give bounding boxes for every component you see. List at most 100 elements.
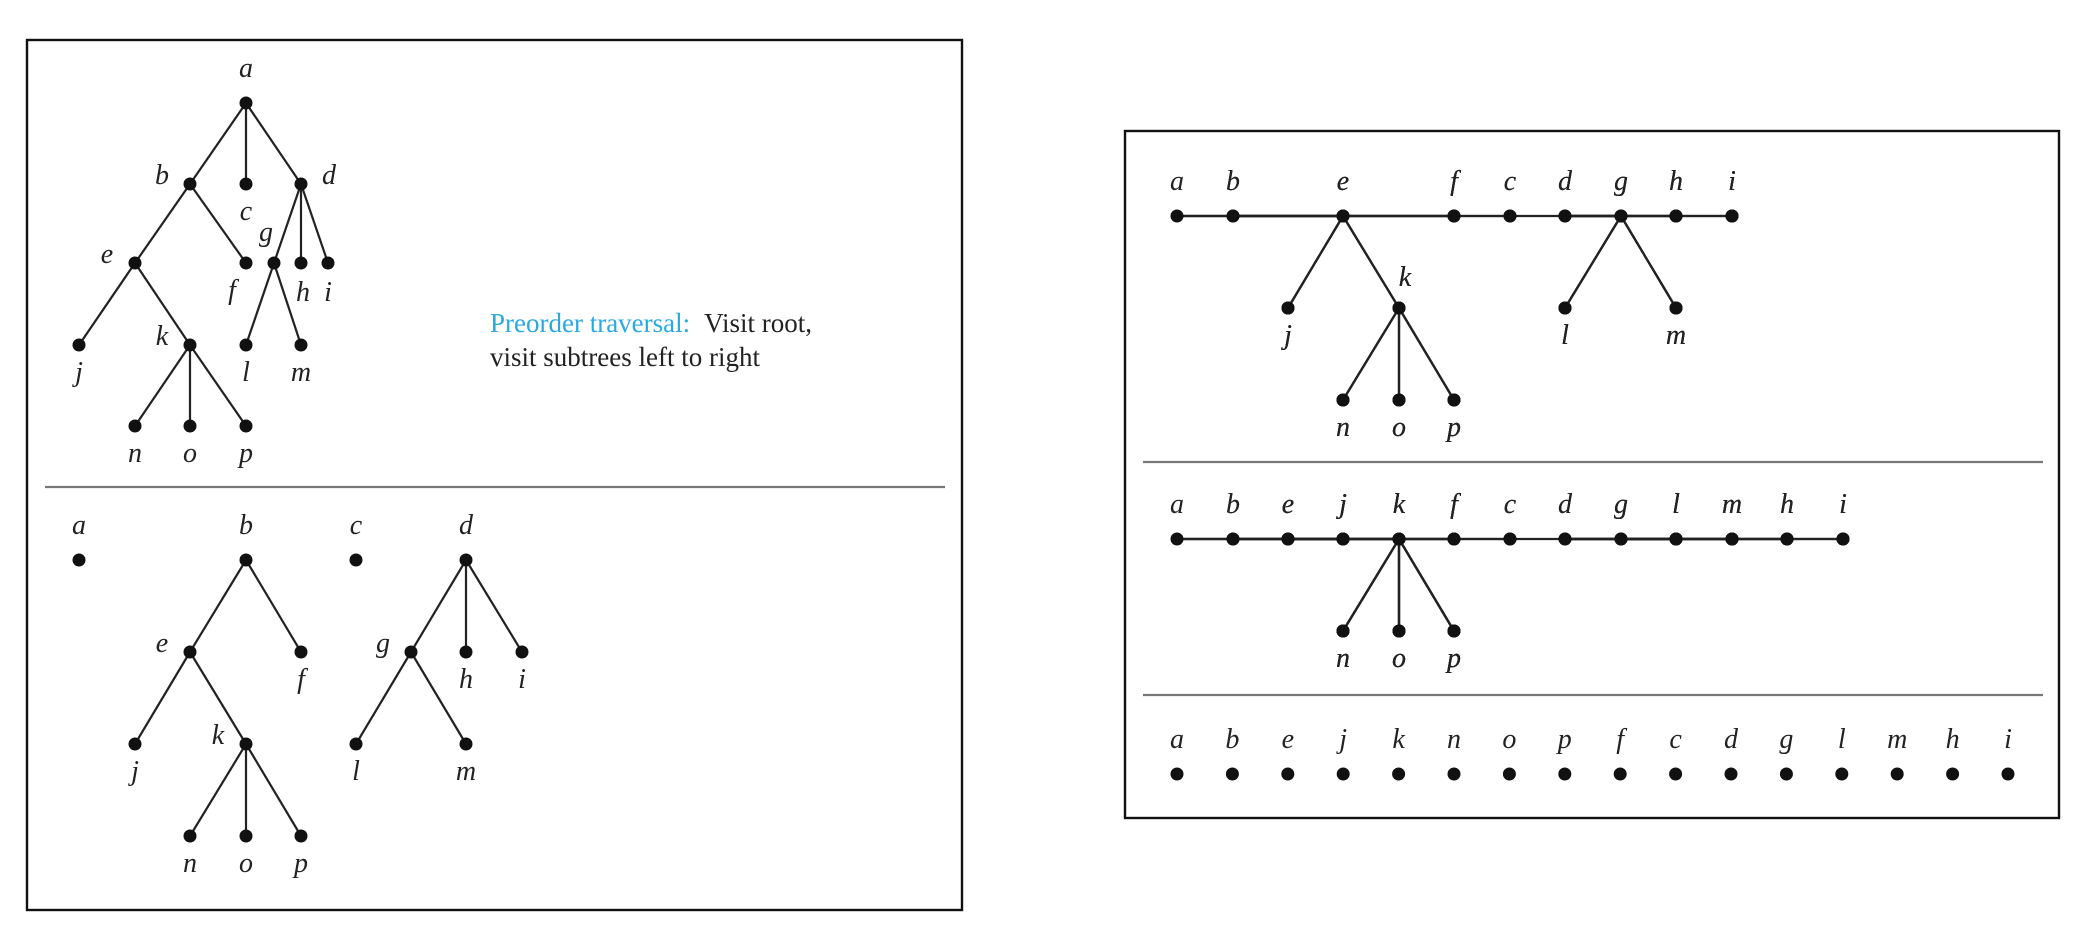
- step-3-subtrees-of-e-and-g-label-o: o: [1392, 643, 1406, 674]
- step-3-subtrees-of-e-and-g-node-f: [1447, 532, 1461, 546]
- step-2-subtrees-of-b-and-d-edge-k-n: [1342, 307, 1400, 401]
- step-1-subtrees-of-a-node-e: [183, 645, 197, 659]
- traversal-caption-line-1: Preorder traversal:Visit root,: [490, 308, 812, 338]
- step-1-subtrees-of-a-label-l: l: [352, 756, 360, 787]
- step-2-subtrees-of-b-and-d-label-e: e: [1337, 166, 1349, 197]
- step-3-subtrees-of-e-and-g-label-n: n: [1336, 643, 1350, 674]
- step-0-full-tree-edge-k-p: [189, 344, 247, 427]
- step-4-preorder-listing-label-b: b: [1225, 724, 1239, 755]
- step-2-subtrees-of-b-and-d-label-o: o: [1392, 412, 1406, 443]
- step-3-subtrees-of-e-and-g-node-m: [1725, 532, 1739, 546]
- traversal-caption-line-2: visit subtrees left to right: [490, 342, 760, 372]
- step-2-subtrees-of-b-and-d-label-l: l: [1561, 320, 1569, 351]
- step-1-subtrees-of-a-node-c: [349, 553, 363, 567]
- step-4-preorder-listing-node-g: [1779, 767, 1793, 781]
- step-0-full-tree-edge-g-l: [244, 262, 276, 346]
- step-0-full-tree-label-d: d: [322, 160, 337, 191]
- step-2-subtrees-of-b-and-d-label-b: b: [1226, 166, 1240, 197]
- step-2-subtrees-of-b-and-d-label-j: j: [1281, 320, 1292, 351]
- step-4-preorder-listing-node-n: [1447, 767, 1461, 781]
- step-3-subtrees-of-e-and-g-node-o: [1392, 624, 1406, 638]
- step-2-subtrees-of-b-and-d-node-f: [1447, 209, 1461, 223]
- step-1-subtrees-of-a-label-i: i: [518, 664, 526, 695]
- step-3-subtrees-of-e-and-g-label-g: g: [1614, 489, 1628, 520]
- step-3-subtrees-of-e-and-g-label-e: e: [1282, 489, 1294, 520]
- step-2-subtrees-of-b-and-d-node-p: [1447, 393, 1461, 407]
- step-1-subtrees-of-a-node-i: [515, 645, 529, 659]
- step-4-preorder-listing-node-a: [1170, 767, 1184, 781]
- step-3-subtrees-of-e-and-g-label-j: j: [1336, 489, 1347, 520]
- step-1-subtrees-of-a-label-k: k: [212, 720, 225, 751]
- step-4-preorder-listing-node-p: [1558, 767, 1572, 781]
- step-2-subtrees-of-b-and-d-node-l: [1558, 301, 1572, 315]
- step-0-full-tree-label-o: o: [183, 438, 197, 469]
- step-2-subtrees-of-b-and-d-label-h: h: [1669, 166, 1683, 197]
- step-2-subtrees-of-b-and-d-label-p: p: [1445, 412, 1461, 443]
- step-2-subtrees-of-b-and-d-node-c: [1503, 209, 1517, 223]
- step-2-subtrees-of-b-and-d-label-p: p: [1445, 412, 1461, 443]
- step-3-subtrees-of-e-and-g-edge-k-n: [1342, 538, 1400, 632]
- step-0-full-tree-label-m: m: [291, 357, 311, 388]
- step-0-full-tree-label-e: e: [101, 239, 113, 270]
- step-2-subtrees-of-b-and-d-label-l: l: [1561, 320, 1569, 351]
- step-1-subtrees-of-a-node-d: [459, 553, 473, 567]
- step-4-preorder-listing-node-e: [1281, 767, 1295, 781]
- step-2-subtrees-of-b-and-d-node-k: [1392, 301, 1406, 315]
- step-3-subtrees-of-e-and-g-edge-k-p: [1398, 538, 1455, 632]
- step-3-subtrees-of-e-and-g-node-k: [1392, 532, 1406, 546]
- step-3-subtrees-of-e-and-g-node-c: [1503, 532, 1517, 546]
- step-1-subtrees-of-a-edge-e-k: [189, 651, 247, 745]
- step-2-subtrees-of-b-and-d-label-i: i: [1728, 166, 1736, 197]
- step-2-subtrees-of-b-and-d-label-g: g: [1614, 166, 1628, 197]
- step-3-subtrees-of-e-and-g-label-j: j: [1336, 489, 1347, 520]
- step-3-subtrees-of-e-and-g-node-i: [1836, 532, 1850, 546]
- step-0-full-tree-node-g: [267, 256, 281, 270]
- step-4-preorder-listing-label-h: h: [1946, 724, 1960, 755]
- step-2-subtrees-of-b-and-d-label-g: g: [1614, 166, 1628, 197]
- step-2-subtrees-of-b-and-d-label-d: d: [1558, 166, 1573, 197]
- step-0-full-tree-label-j: j: [72, 357, 83, 388]
- step-0-full-tree-edge-a-d: [245, 102, 302, 185]
- step-2-subtrees-of-b-and-d-label-d: d: [1558, 166, 1573, 197]
- step-1-subtrees-of-a-label-c: c: [350, 510, 363, 541]
- step-1-subtrees-of-a-edge-g-m: [410, 651, 467, 745]
- step-2-subtrees-of-b-and-d-node-h: [1669, 209, 1683, 223]
- step-4-preorder-listing-node-b: [1225, 767, 1239, 781]
- step-0-full-tree-edge-b-f: [189, 183, 247, 264]
- step-4-preorder-listing-node-m: [1890, 767, 1904, 781]
- step-3-subtrees-of-e-and-g-label-i: i: [1839, 489, 1847, 520]
- step-3-subtrees-of-e-and-g-node-d: [1558, 532, 1572, 546]
- step-2-subtrees-of-b-and-d-node-e: [1336, 209, 1350, 223]
- step-4-preorder-listing-node-d: [1724, 767, 1738, 781]
- step-2-subtrees-of-b-and-d-node-o: [1392, 393, 1406, 407]
- step-3-subtrees-of-e-and-g-label-p: p: [1445, 643, 1461, 674]
- step-0-full-tree-edge-k-n: [134, 344, 191, 427]
- step-3-subtrees-of-e-and-g-label-o: o: [1392, 643, 1406, 674]
- step-0-full-tree-label-a: a: [239, 53, 253, 84]
- step-2-subtrees-of-b-and-d-label-h: h: [1669, 166, 1683, 197]
- step-2-subtrees-of-b-and-d-label-m: m: [1666, 320, 1686, 351]
- step-4-preorder-listing-label-o: o: [1502, 724, 1516, 755]
- step-0-full-tree-label-b: b: [155, 160, 169, 191]
- step-1-subtrees-of-a-node-a: [72, 553, 86, 567]
- step-3-subtrees-of-e-and-g-node-e: [1281, 532, 1295, 546]
- step-2-subtrees-of-b-and-d-label-k: k: [1399, 262, 1412, 293]
- step-1-subtrees-of-a-label-a: a: [72, 510, 86, 541]
- step-0-full-tree-edge-d-i: [299, 183, 330, 264]
- step-1-subtrees-of-a-edge-e-j: [134, 651, 191, 745]
- step-0-full-tree-node-h: [294, 256, 308, 270]
- step-3-subtrees-of-e-and-g-label-m: m: [1722, 489, 1742, 520]
- step-4-preorder-listing-label-g: g: [1779, 724, 1793, 755]
- step-0-full-tree-label-p: p: [237, 438, 253, 469]
- step-1-subtrees-of-a-label-o: o: [239, 848, 253, 879]
- step-3-subtrees-of-e-and-g-label-c: c: [1504, 489, 1517, 520]
- step-3-subtrees-of-e-and-g-label-d: d: [1558, 489, 1573, 520]
- step-3-subtrees-of-e-and-g-label-f: f: [1450, 489, 1461, 520]
- step-1-subtrees-of-a-node-n: [183, 829, 197, 843]
- step-3-subtrees-of-e-and-g-label-d: d: [1558, 489, 1573, 520]
- step-0-full-tree-edge-e-j: [78, 262, 136, 346]
- step-2-subtrees-of-b-and-d-label-e: e: [1337, 166, 1349, 197]
- step-0-full-tree-edge-b-e: [134, 183, 191, 264]
